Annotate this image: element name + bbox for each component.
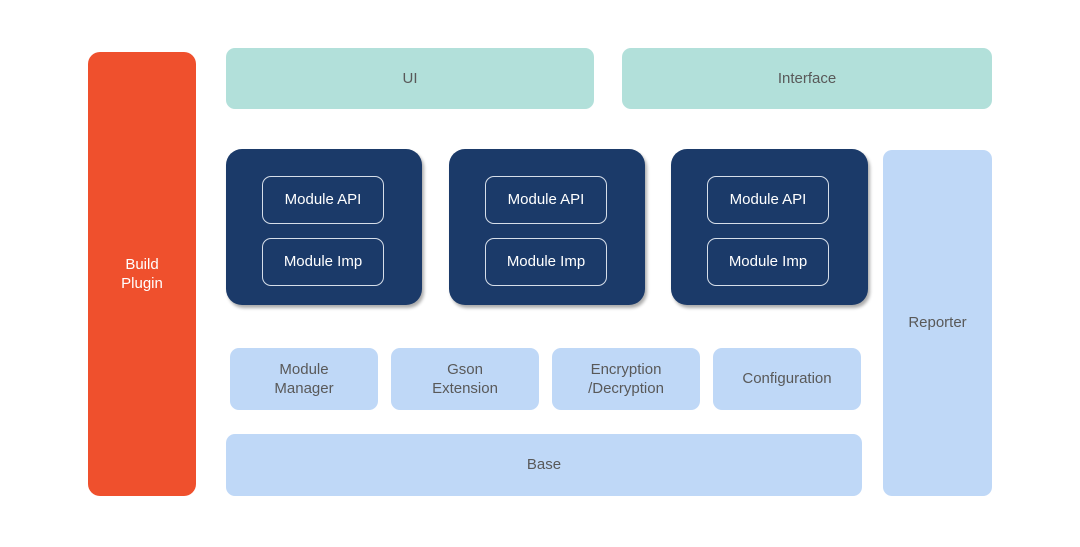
module-panel-3[interactable]: Module API Module Imp (671, 149, 868, 305)
base-block[interactable]: Base (226, 434, 862, 496)
configuration-label: Configuration (742, 370, 832, 388)
module-api-label-3: Module API (729, 191, 807, 209)
module-api-label-2: Module API (507, 191, 585, 209)
module-imp-box-2[interactable]: Module Imp (485, 238, 607, 286)
interface-block[interactable]: Interface (622, 48, 992, 109)
build-plugin-label: Build Plugin (121, 255, 163, 292)
base-label: Base (526, 456, 562, 474)
module-imp-box-3[interactable]: Module Imp (707, 238, 829, 286)
ui-label: UI (402, 69, 418, 87)
encryption-decryption-block[interactable]: Encryption /Decryption (552, 348, 700, 410)
ui-block[interactable]: UI (226, 48, 594, 109)
reporter-label: Reporter (908, 314, 967, 332)
module-imp-box-1[interactable]: Module Imp (262, 238, 384, 286)
module-manager-label: Module Manager (274, 360, 334, 397)
configuration-block[interactable]: Configuration (713, 348, 861, 410)
module-imp-label-2: Module Imp (506, 253, 586, 271)
module-imp-label-1: Module Imp (283, 253, 363, 271)
encryption-decryption-label: Encryption /Decryption (588, 360, 664, 397)
module-api-label-1: Module API (284, 191, 362, 209)
module-panel-1[interactable]: Module API Module Imp (226, 149, 422, 305)
module-panel-2[interactable]: Module API Module Imp (449, 149, 645, 305)
build-plugin-block[interactable]: Build Plugin (88, 52, 196, 496)
module-api-box-1[interactable]: Module API (262, 176, 384, 224)
gson-extension-block[interactable]: Gson Extension (391, 348, 539, 410)
module-manager-block[interactable]: Module Manager (230, 348, 378, 410)
interface-label: Interface (777, 69, 837, 87)
module-api-box-2[interactable]: Module API (485, 176, 607, 224)
module-imp-label-3: Module Imp (728, 253, 808, 271)
module-api-box-3[interactable]: Module API (707, 176, 829, 224)
gson-extension-label: Gson Extension (432, 360, 498, 397)
reporter-block[interactable]: Reporter (883, 150, 992, 496)
